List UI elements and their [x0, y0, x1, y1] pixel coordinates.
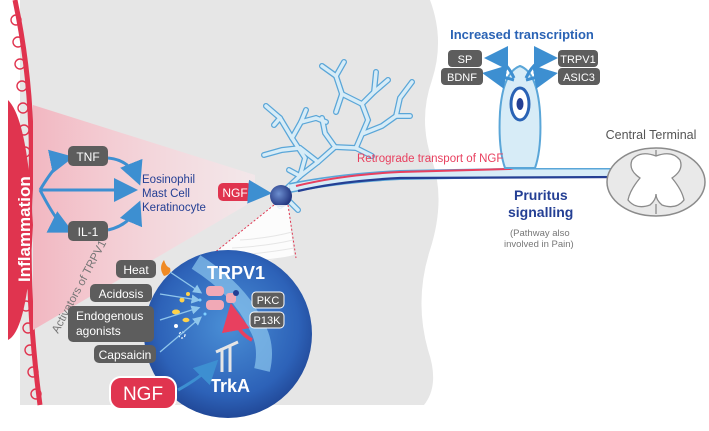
- keratinocyte-label: Keratinocyte: [142, 202, 206, 214]
- endogenous-box: Endogenous agonists: [68, 306, 154, 342]
- inflammation-label: Inflammation: [15, 176, 34, 282]
- flame-icon: [161, 260, 171, 276]
- neuron-soma: [270, 185, 292, 207]
- axon: [289, 168, 622, 193]
- asic3-box: ASIC3: [558, 68, 600, 85]
- trpv1-transcript-box: TRPV1: [558, 50, 598, 67]
- epidermis-cells: [10, 14, 42, 400]
- ngf-large-label: NGF: [123, 384, 163, 405]
- spinal-cord: [606, 147, 706, 217]
- pruritus-label-1: Pruritus: [514, 187, 568, 203]
- zoom-guides: [177, 204, 297, 283]
- signal-arrow: [221, 303, 253, 342]
- ngf-arrow: [247, 179, 272, 204]
- trpv1-channel: [206, 286, 239, 310]
- tnf-box: TNF: [68, 146, 108, 166]
- pathway-note-2: involved in Pain): [504, 239, 574, 250]
- trka-label: TrkA: [210, 376, 250, 396]
- capsaicin-label: Capsaicin: [99, 348, 152, 362]
- ngf-small-box: NGF: [218, 183, 252, 201]
- ngf-large-box: NGF: [109, 376, 177, 410]
- activator-arrows: [159, 271, 203, 353]
- p13k-box: P13K: [249, 311, 285, 329]
- central-terminal-label: Central Terminal: [606, 128, 697, 142]
- p13k-label: P13K: [254, 315, 282, 327]
- pruritus-line: [297, 168, 630, 193]
- sp-box: SP: [448, 50, 482, 67]
- pkc-box: PKC: [251, 291, 285, 309]
- sp-label: SP: [458, 54, 473, 66]
- eosinophil-label: Eosinophil: [142, 174, 195, 186]
- endogenous-label-2: agonists: [76, 324, 121, 338]
- mast-cell-label: Mast Cell: [142, 188, 190, 200]
- pruritus-label-2: signalling: [508, 204, 573, 220]
- ngf-to-trka-arrow: [177, 359, 219, 392]
- bdnf-label: BDNF: [447, 72, 477, 84]
- pkc-label: PKC: [257, 295, 280, 307]
- cell-body: [498, 64, 542, 169]
- endogenous-label-1: Endogenous: [76, 309, 143, 323]
- agonist-molecules: [172, 292, 207, 339]
- acidosis-label: Acidosis: [99, 287, 144, 301]
- trpv1-magnified-label: TRPV1: [207, 263, 265, 283]
- increased-transcription-label: Increased transcription: [450, 27, 594, 42]
- il1-label: IL-1: [78, 225, 99, 239]
- asic3-label: ASIC3: [563, 72, 595, 84]
- neuron-dendrites: [261, 59, 415, 213]
- capsaicin-box: Capsaicin: [94, 345, 156, 363]
- bdnf-box: BDNF: [441, 68, 483, 85]
- cytokine-arrows: [38, 149, 143, 233]
- heat-box: Heat: [116, 260, 156, 278]
- heat-label: Heat: [123, 263, 149, 277]
- retrograde-label: Retrograde transport of NGF: [357, 153, 503, 165]
- pathway-note-1: (Pathway also: [510, 228, 570, 239]
- trka-receptor: [215, 340, 239, 372]
- acidosis-box: Acidosis: [90, 284, 152, 302]
- transcription-arrows: [482, 46, 558, 89]
- il1-box: IL-1: [68, 221, 108, 241]
- ngf-small-label: NGF: [222, 186, 247, 200]
- epidermis-edge: [12, 0, 43, 406]
- trpv1-transcript-label: TRPV1: [560, 54, 595, 66]
- tnf-label: TNF: [76, 150, 99, 164]
